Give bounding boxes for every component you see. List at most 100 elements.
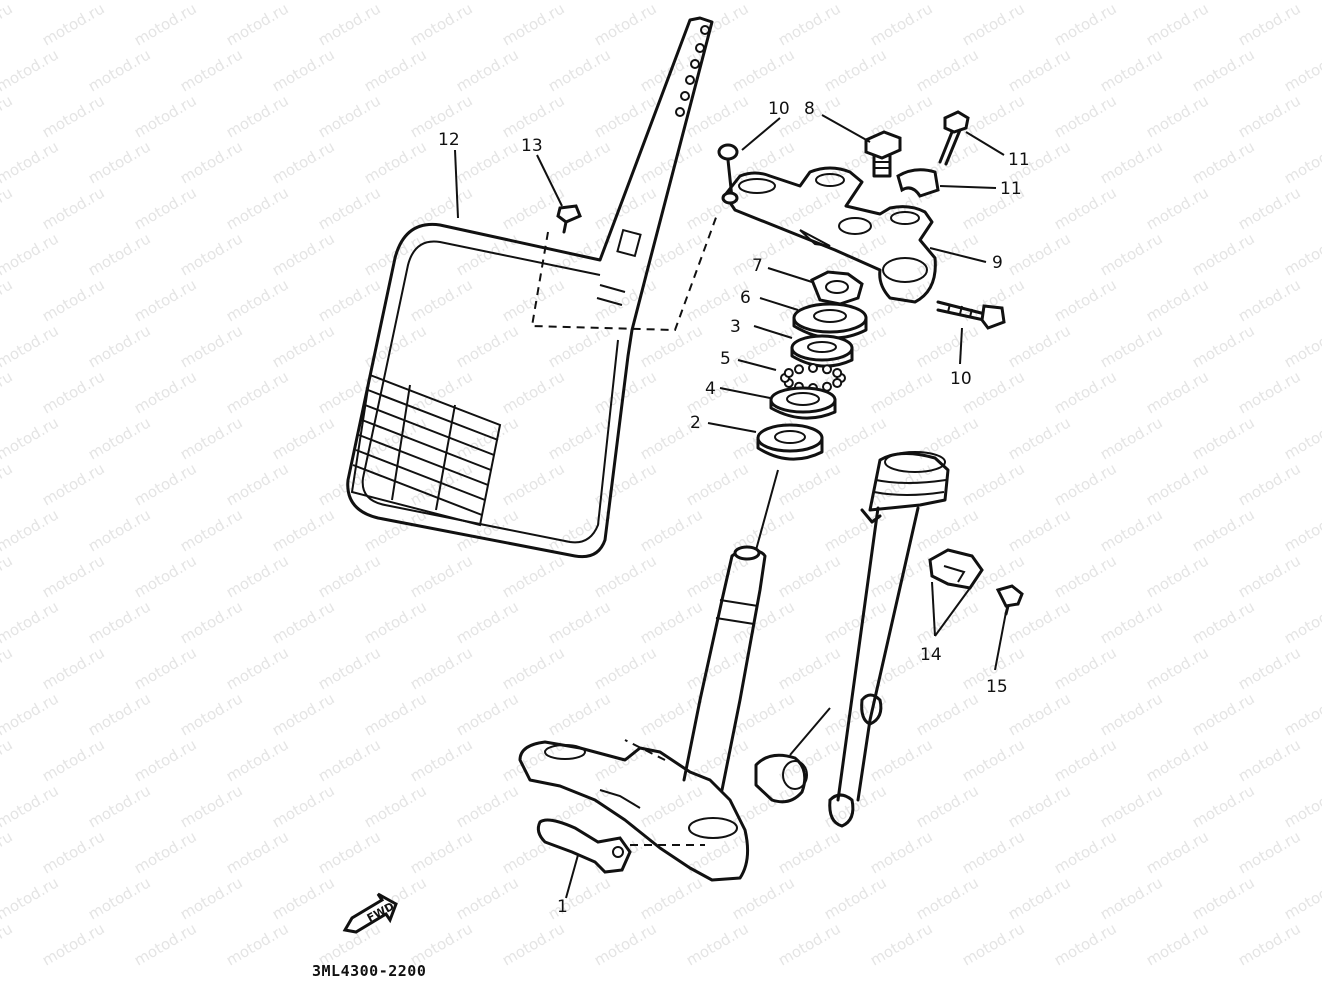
plate-vent-grille	[350, 373, 502, 527]
watermark-text: motod.ru	[1143, 459, 1212, 509]
watermark-text: motod.ru	[683, 919, 752, 969]
watermark-text: motod.ru	[0, 0, 16, 49]
watermark-text: motod.ru	[0, 551, 16, 601]
fork-lower-mount	[624, 707, 831, 804]
watermark-text: motod.ru	[1005, 321, 1074, 371]
watermark-text: motod.ru	[0, 0, 62, 3]
watermark-text: motod.ru	[959, 735, 1028, 785]
watermark-text: motod.ru	[453, 689, 522, 739]
watermark-text: motod.ru	[0, 183, 16, 233]
watermark-text: motod.ru	[407, 643, 476, 693]
handlebar-clamp	[896, 168, 940, 198]
bolt-right	[938, 110, 970, 166]
watermark-text: motod.ru	[361, 781, 430, 831]
watermark-text: motod.ru	[729, 229, 798, 279]
watermark-text: motod.ru	[1143, 551, 1212, 601]
watermark-text: motod.ru	[131, 919, 200, 969]
watermark-text: motod.ru	[131, 91, 200, 141]
watermark-text: motod.ru	[0, 919, 16, 969]
watermark-text: motod.ru	[85, 597, 154, 647]
watermark-text: motod.ru	[407, 275, 476, 325]
watermark-text: motod.ru	[499, 551, 568, 601]
watermark-text: motod.ru	[0, 413, 62, 463]
watermark-text: motod.ru	[1051, 91, 1120, 141]
watermark-text: motod.ru	[223, 183, 292, 233]
watermark-text: motod.ru	[407, 735, 476, 785]
watermark-text: motod.ru	[1097, 137, 1166, 187]
watermark-text: motod.ru	[361, 45, 430, 95]
fork-tube	[828, 451, 950, 828]
watermark-text: motod.ru	[269, 781, 338, 831]
watermark-text: motod.ru	[499, 643, 568, 693]
watermark-text: motod.ru	[637, 505, 706, 555]
watermark-text: motod.ru	[591, 919, 660, 969]
watermark-text: motod.ru	[453, 321, 522, 371]
watermark-text: motod.ru	[545, 873, 614, 923]
watermark-text: motod.ru	[85, 781, 154, 831]
watermark-text: motod.ru	[269, 505, 338, 555]
watermark-text: motod.ru	[0, 735, 16, 785]
watermark-text: motod.ru	[1189, 505, 1258, 555]
watermark-text: motod.ru	[775, 0, 844, 49]
watermark-text: motod.ru	[0, 643, 16, 693]
watermark-text: motod.ru	[177, 321, 246, 371]
watermark-text: motod.ru	[1235, 91, 1304, 141]
callout-11: 11	[1000, 179, 1022, 199]
watermark-text: motod.ru	[177, 689, 246, 739]
watermark-text: motod.ru	[131, 459, 200, 509]
callout-10-bottom: 10	[950, 369, 972, 389]
watermark-text: motod.ru	[499, 919, 568, 969]
watermark-text: motod.ru	[729, 45, 798, 95]
watermark-text: motod.ru	[269, 137, 338, 187]
watermark-text: motod.ru	[1143, 0, 1212, 49]
watermark-text: motod.ru	[223, 459, 292, 509]
watermark-text: motod.ru	[0, 45, 62, 95]
watermark-text: motod.ru	[1235, 827, 1304, 877]
watermark-text: motod.ru	[1143, 919, 1212, 969]
watermark-text: motod.ru	[85, 413, 154, 463]
watermark-text: motod.ru	[959, 459, 1028, 509]
watermark-text: motod.ru	[361, 505, 430, 555]
watermark-text: motod.ru	[223, 0, 292, 49]
watermark-text: motod.ru	[1143, 91, 1212, 141]
watermark-text: motod.ru	[683, 183, 752, 233]
watermark-text: motod.ru	[223, 275, 292, 325]
watermark-text: motod.ru	[1051, 275, 1120, 325]
watermark-text: motod.ru	[1281, 873, 1322, 923]
watermark-text: motod.ru	[1281, 229, 1322, 279]
watermark-text: motod.ru	[1189, 781, 1258, 831]
watermark-text: motod.ru	[1097, 597, 1166, 647]
callout-8: 8	[804, 99, 815, 119]
watermark-text: motod.ru	[1005, 45, 1074, 95]
watermark-text: motod.ru	[545, 321, 614, 371]
watermark-text: motod.ru	[545, 45, 614, 95]
cable-clamp	[928, 548, 984, 590]
watermark-text: motod.ru	[1189, 229, 1258, 279]
watermark-text: motod.ru	[177, 597, 246, 647]
watermark-text: motod.ru	[177, 45, 246, 95]
watermark-text: motod.ru	[315, 0, 384, 49]
watermark-text: motod.ru	[0, 827, 16, 877]
watermark-text: motod.ru	[775, 459, 844, 509]
callout-4: 4	[705, 379, 716, 399]
watermark-text: motod.ru	[1189, 689, 1258, 739]
watermark-text: motod.ru	[223, 551, 292, 601]
watermark-text: motod.ru	[1189, 45, 1258, 95]
watermark-text: motod.ru	[499, 183, 568, 233]
watermark-text: motod.ru	[1051, 919, 1120, 969]
watermark-text: motod.ru	[39, 551, 108, 601]
watermark-text: motod.ru	[959, 0, 1028, 49]
watermark-text: motod.ru	[499, 91, 568, 141]
watermark-text: motod.ru	[775, 643, 844, 693]
watermark-text: motod.ru	[1281, 689, 1322, 739]
watermark-text: motod.ru	[775, 183, 844, 233]
watermark-text: motod.ru	[913, 45, 982, 95]
watermark-text: motod.ru	[453, 781, 522, 831]
callout-labels: 12 13 10 8 11 11 9 7 6 3 5 4 2 10 14 15 …	[438, 99, 1030, 917]
watermark-text: motod.ru	[315, 643, 384, 693]
watermark-text: motod.ru	[683, 735, 752, 785]
watermark-text: motod.ru	[1281, 597, 1322, 647]
callout-10-top: 10	[768, 99, 790, 119]
ring-nut	[810, 270, 864, 306]
watermark-text: motod.ru	[729, 781, 798, 831]
